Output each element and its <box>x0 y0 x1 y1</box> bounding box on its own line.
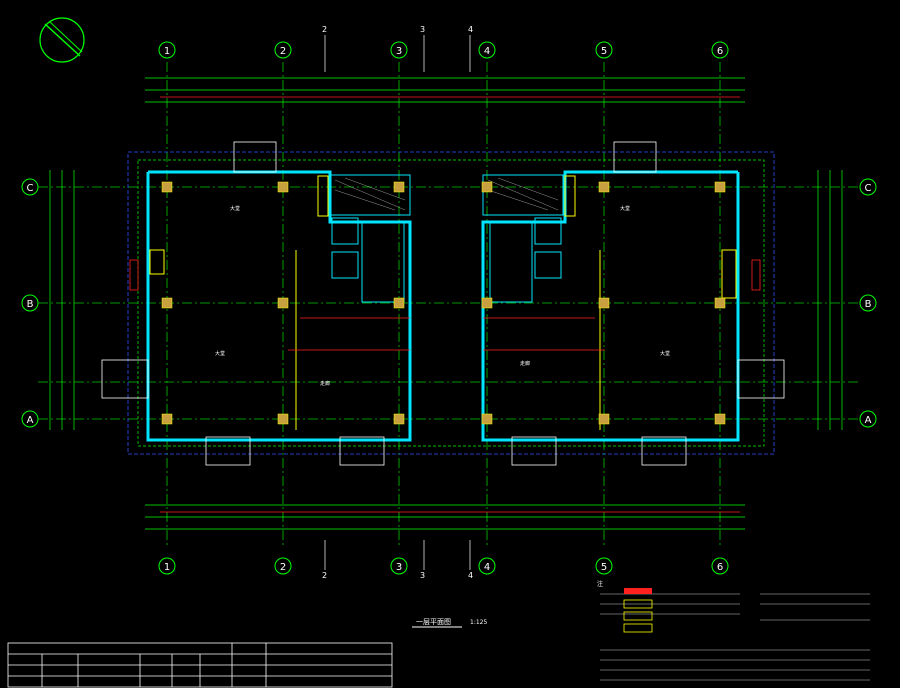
grid-bubble-column: 2 <box>274 41 292 59</box>
grid-bubble-column: 6 <box>711 41 729 59</box>
top-dimension-lines <box>145 77 745 103</box>
grid-bubble-label: 5 <box>601 46 607 57</box>
grid-bubble-label: 1 <box>164 562 170 573</box>
structural-column <box>598 413 610 425</box>
grid-bubble-row: B <box>21 294 39 312</box>
left-building-walls <box>146 170 412 442</box>
section-mark-top-2: 2 <box>322 25 327 34</box>
grid-bubble-label: B <box>27 299 34 310</box>
yellow-details <box>149 175 737 430</box>
structural-column <box>393 181 405 193</box>
section-mark-bottom-2: 2 <box>322 571 327 580</box>
structural-column <box>714 413 726 425</box>
grid-bubble-row: A <box>21 410 39 428</box>
section-mark-top-4: 4 <box>468 25 473 34</box>
grid-bubble-column: 5 <box>595 41 613 59</box>
green-dashed-boundary <box>137 159 765 447</box>
grid-bubble-label: 4 <box>484 46 490 57</box>
grid-bubble-column: 1 <box>158 41 176 59</box>
grid-bubble-label: 6 <box>717 562 723 573</box>
grid-bubble-label: 6 <box>717 46 723 57</box>
dimension-ticks <box>160 96 740 513</box>
core-right <box>482 174 564 303</box>
section-mark-top-3: 3 <box>420 25 425 34</box>
column-grid-lines <box>166 62 721 548</box>
grid-bubble-label: A <box>865 415 872 426</box>
structural-column <box>481 413 493 425</box>
section-marks: 2 3 4 2 3 4 <box>322 25 473 580</box>
structural-column <box>714 297 726 309</box>
structural-column <box>598 297 610 309</box>
section-mark-bottom-4: 4 <box>468 571 473 580</box>
grid-bubble-column: 4 <box>478 41 496 59</box>
grid-bubble-label: 2 <box>280 562 286 573</box>
room-label: 走廊 <box>520 360 530 367</box>
right-dimension-lines <box>817 170 843 430</box>
notes-header: 注 <box>597 580 603 588</box>
grid-bubble-row: C <box>21 178 39 196</box>
grid-bubble-row: A <box>859 410 877 428</box>
core-left <box>329 174 411 303</box>
right-building-walls <box>481 170 740 442</box>
grid-bubble-label: A <box>27 415 34 426</box>
grid-bubble-label: 1 <box>164 46 170 57</box>
grid-bubble-column: 3 <box>390 557 408 575</box>
grid-bubble-label: 2 <box>280 46 286 57</box>
structural-column <box>481 297 493 309</box>
room-label: 大堂 <box>215 350 225 357</box>
grid-bubble-label: C <box>865 183 872 194</box>
grid-bubble-label: 3 <box>396 562 402 573</box>
grid-bubble-row: B <box>859 294 877 312</box>
drawing-title-block: 一层平面图 1:125 <box>412 618 487 628</box>
structural-column <box>393 297 405 309</box>
row-grid-lines <box>38 186 858 420</box>
left-dimension-lines <box>49 170 75 430</box>
grid-bubble-label: B <box>865 299 872 310</box>
core-hatch <box>334 177 559 211</box>
drawing-scale: 1:125 <box>470 619 487 626</box>
structural-column <box>161 413 173 425</box>
structural-column <box>277 413 289 425</box>
structural-column <box>481 181 493 193</box>
title-block-table <box>7 642 393 688</box>
bottom-dimension-lines <box>145 504 745 530</box>
grid-bubble-label: 3 <box>396 46 402 57</box>
structural-column <box>161 297 173 309</box>
room-label: 大堂 <box>620 205 630 212</box>
grid-bubble-column: 4 <box>478 557 496 575</box>
section-lines <box>324 35 471 570</box>
grid-bubble-column: 2 <box>274 557 292 575</box>
grid-bubble-column: 6 <box>711 557 729 575</box>
north-arrow-icon <box>39 17 85 63</box>
grid-bubble-column: 1 <box>158 557 176 575</box>
room-labels: 大堂 大堂 走廊 大堂 大堂 走廊 <box>215 205 670 387</box>
structural-column <box>714 181 726 193</box>
notes-area: 注 <box>597 580 870 681</box>
structural-column <box>277 297 289 309</box>
room-label: 大堂 <box>230 205 240 212</box>
structural-columns <box>161 181 726 425</box>
entrances <box>101 141 785 466</box>
structural-column <box>161 181 173 193</box>
room-label: 走廊 <box>320 380 330 387</box>
grid-bubble-row: C <box>859 178 877 196</box>
structural-column <box>393 413 405 425</box>
interior-red-lines <box>129 259 761 351</box>
grid-bubble-column: 5 <box>595 557 613 575</box>
drawing-title: 一层平面图 <box>416 618 451 626</box>
room-label: 大堂 <box>660 350 670 357</box>
grid-bubble-column: 3 <box>390 41 408 59</box>
section-mark-bottom-3: 3 <box>420 571 425 580</box>
grid-bubble-label: 4 <box>484 562 490 573</box>
structural-column <box>598 181 610 193</box>
grid-bubble-label: 5 <box>601 562 607 573</box>
grid-bubble-label: C <box>27 183 34 194</box>
structural-column <box>277 181 289 193</box>
